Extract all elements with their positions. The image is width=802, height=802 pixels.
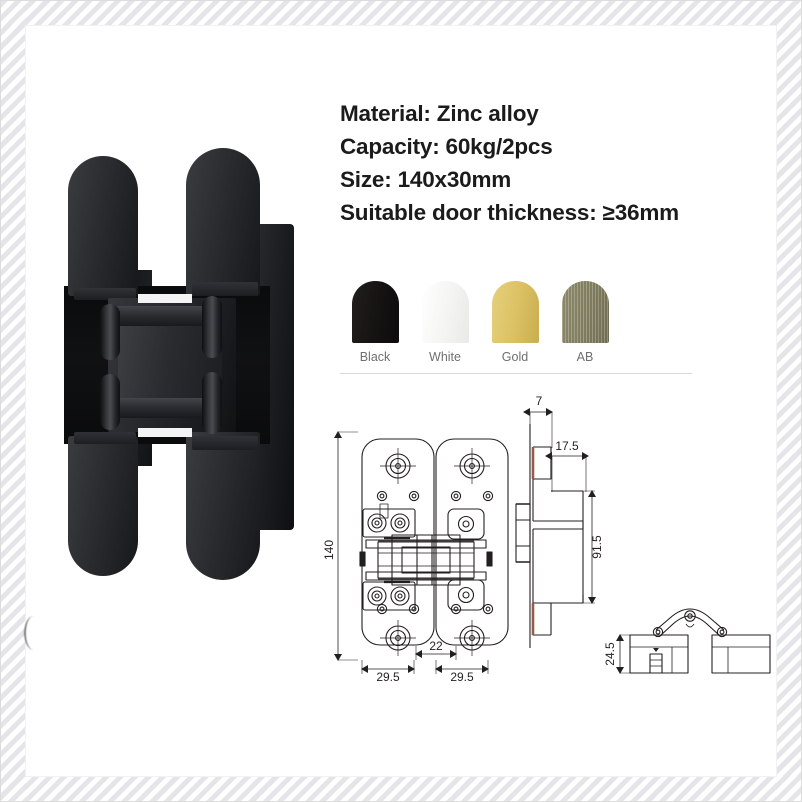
color-label-gold: Gold xyxy=(501,350,529,364)
dimension-22 xyxy=(415,646,457,660)
spec-door-thickness: Suitable door thickness: ≥36mm xyxy=(340,200,679,225)
hinge-tab-upper-left xyxy=(74,288,136,300)
technical-drawing-group: 140 29.5 22 29.5 7 17.5 91.5 24.5 xyxy=(320,392,780,692)
color-option-group: Black White Gold AB xyxy=(340,281,692,376)
color-option-ab[interactable]: AB xyxy=(550,281,620,364)
spec-capacity: Capacity: 60kg/2pcs xyxy=(340,134,553,159)
dimension-label-29p5-right: 29.5 xyxy=(450,670,474,684)
hinge-arm-upper xyxy=(110,306,214,326)
dimension-label-7: 7 xyxy=(536,394,543,408)
color-chip-white[interactable] xyxy=(421,281,469,343)
hinge-tab-upper-right xyxy=(192,282,258,296)
color-label-ab: AB xyxy=(576,350,594,364)
hinge-gap-lower xyxy=(138,428,192,437)
dimension-91p5 xyxy=(583,490,596,604)
color-option-gold[interactable]: Gold xyxy=(480,281,550,364)
hinge-leaf-top-left xyxy=(68,156,138,296)
dimension-label-29p5-left: 29.5 xyxy=(376,670,400,684)
top-view-drawing xyxy=(629,608,771,674)
dimension-17p5 xyxy=(545,452,589,492)
hinge-tab-lower-right xyxy=(192,436,258,450)
color-label-white: White xyxy=(429,350,461,364)
edge-artifact-mark xyxy=(24,616,40,650)
hinge-arm-lower xyxy=(110,398,214,418)
color-chip-ab[interactable] xyxy=(561,281,609,343)
spec-material: Material: Zinc alloy xyxy=(340,101,539,126)
color-chip-black[interactable] xyxy=(351,281,399,343)
hinge-leaf-top-right xyxy=(186,148,260,296)
hinge-barrel-upper-left xyxy=(100,304,120,360)
dimension-label-24p5: 24.5 xyxy=(603,642,617,666)
hinge-leaf-bottom-left xyxy=(68,436,138,576)
dimension-140 xyxy=(334,431,358,661)
dimension-label-17p5: 17.5 xyxy=(555,439,579,453)
dimension-label-91p5: 91.5 xyxy=(590,535,604,559)
specification-list: Material: Zinc alloy Capacity: 60kg/2pcs… xyxy=(340,97,760,229)
dimension-29p5-left xyxy=(361,660,415,674)
color-chip-gold[interactable] xyxy=(491,281,539,343)
hinge-barrel-lower-left xyxy=(100,374,120,430)
dimension-7 xyxy=(523,408,553,448)
dimension-29p5-right xyxy=(435,660,489,674)
hinge-tab-lower-left xyxy=(74,432,136,444)
spec-size: Size: 140x30mm xyxy=(340,167,512,192)
color-option-black[interactable]: Black xyxy=(340,281,410,364)
dimension-24p5 xyxy=(616,634,632,674)
color-option-white[interactable]: White xyxy=(410,281,480,364)
hinge-barrel-upper-right xyxy=(202,296,222,358)
hinge-gap-upper xyxy=(138,294,192,303)
front-view-drawing xyxy=(359,438,509,656)
dimension-label-22: 22 xyxy=(429,639,443,653)
swatch-divider-line xyxy=(340,373,692,374)
product-photo-hinge xyxy=(52,136,328,596)
hinge-leaf-bottom-right xyxy=(186,432,260,580)
hinge-barrel-lower-right xyxy=(202,372,222,434)
color-label-black: Black xyxy=(359,350,391,364)
dimension-label-140: 140 xyxy=(322,540,336,560)
